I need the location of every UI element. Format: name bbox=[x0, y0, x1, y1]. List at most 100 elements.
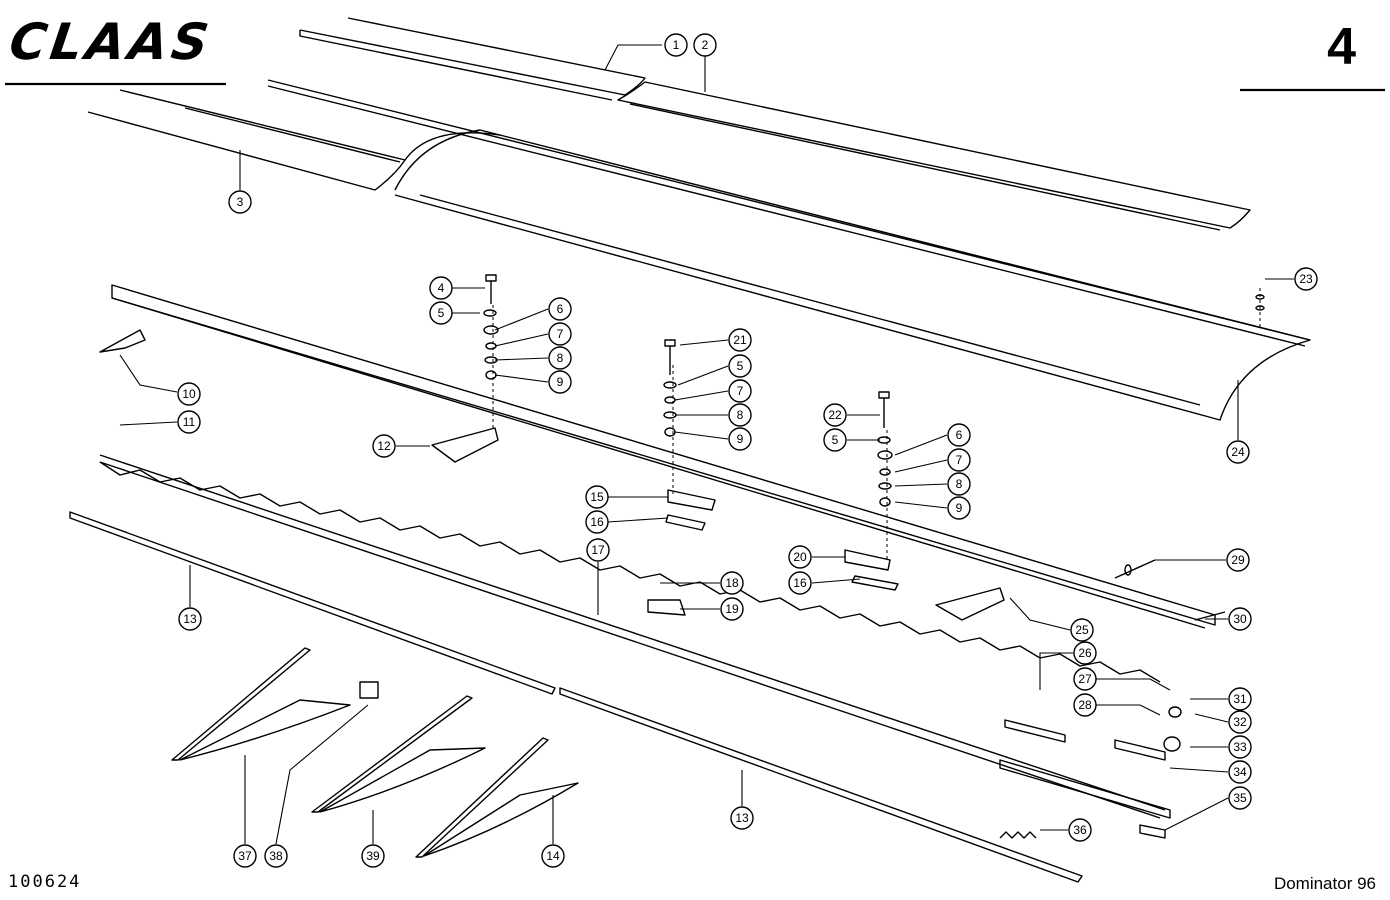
svg-text:8: 8 bbox=[557, 351, 564, 365]
callout-4[interactable]: 4 bbox=[429, 276, 453, 300]
callout-19[interactable]: 19 bbox=[720, 597, 744, 621]
knife-section-bar bbox=[99, 454, 1166, 819]
svg-text:3: 3 bbox=[237, 195, 244, 209]
callout-8b[interactable]: 8 bbox=[728, 403, 752, 427]
callout-7b[interactable]: 7 bbox=[728, 379, 752, 403]
callout-3[interactable]: 3 bbox=[228, 190, 252, 214]
svg-text:38: 38 bbox=[269, 849, 283, 863]
svg-text:35: 35 bbox=[1233, 791, 1247, 805]
bolt-22 bbox=[878, 391, 890, 428]
callout-10[interactable]: 10 bbox=[177, 382, 201, 406]
callout-33[interactable]: 33 bbox=[1228, 735, 1252, 759]
crop-divider-39 bbox=[311, 695, 486, 813]
callout-9c[interactable]: 9 bbox=[947, 496, 971, 520]
callout-5b[interactable]: 5 bbox=[728, 354, 752, 378]
washers-nuts-stack bbox=[483, 294, 1265, 507]
crop-divider-37 bbox=[171, 647, 351, 761]
callout-16a[interactable]: 16 bbox=[585, 510, 609, 534]
plate-19 bbox=[647, 599, 686, 616]
svg-text:13: 13 bbox=[735, 811, 749, 825]
svg-text:21: 21 bbox=[733, 333, 747, 347]
knife-head-parts bbox=[999, 706, 1182, 839]
bolt-29 bbox=[1114, 559, 1156, 579]
callout-14[interactable]: 14 bbox=[541, 844, 565, 868]
callout-25[interactable]: 25 bbox=[1070, 618, 1094, 642]
callout-17[interactable]: 17 bbox=[586, 538, 610, 562]
callout-8c[interactable]: 8 bbox=[947, 472, 971, 496]
leader-lines bbox=[119, 44, 1294, 845]
svg-text:16: 16 bbox=[793, 576, 807, 590]
callout-21[interactable]: 21 bbox=[728, 328, 752, 352]
callout-12[interactable]: 12 bbox=[372, 434, 396, 458]
callout-38[interactable]: 38 bbox=[264, 844, 288, 868]
svg-text:2: 2 bbox=[702, 38, 709, 52]
bolt-4 bbox=[485, 274, 497, 304]
callout-24[interactable]: 24 bbox=[1226, 440, 1250, 464]
callout-27[interactable]: 27 bbox=[1073, 667, 1097, 691]
svg-text:9: 9 bbox=[737, 432, 744, 446]
callout-29[interactable]: 29 bbox=[1226, 548, 1250, 572]
svg-text:36: 36 bbox=[1073, 823, 1087, 837]
page-number: 4 bbox=[1327, 18, 1356, 76]
guard-10 bbox=[99, 329, 146, 353]
svg-text:33: 33 bbox=[1233, 740, 1247, 754]
callout-34[interactable]: 34 bbox=[1228, 760, 1252, 784]
cover-plate-upper bbox=[299, 17, 1251, 231]
callout-18[interactable]: 18 bbox=[720, 571, 744, 595]
svg-text:5: 5 bbox=[737, 359, 744, 373]
svg-text:1: 1 bbox=[673, 38, 680, 52]
svg-text:27: 27 bbox=[1078, 672, 1092, 686]
callout-15[interactable]: 15 bbox=[585, 485, 609, 509]
callout-6a[interactable]: 6 bbox=[548, 297, 572, 321]
callout-35[interactable]: 35 bbox=[1228, 786, 1252, 810]
callout-36[interactable]: 36 bbox=[1068, 818, 1092, 842]
callout-39[interactable]: 39 bbox=[361, 844, 385, 868]
svg-text:32: 32 bbox=[1233, 715, 1247, 729]
guard-25 bbox=[935, 587, 1005, 621]
svg-text:22: 22 bbox=[828, 408, 842, 422]
svg-text:10: 10 bbox=[182, 387, 196, 401]
callout-13a[interactable]: 13 bbox=[178, 607, 202, 631]
svg-text:7: 7 bbox=[956, 453, 963, 467]
svg-text:4: 4 bbox=[438, 281, 445, 295]
svg-text:15: 15 bbox=[590, 490, 604, 504]
clip-20-16 bbox=[844, 549, 899, 591]
svg-text:8: 8 bbox=[956, 477, 963, 491]
callout-32[interactable]: 32 bbox=[1228, 710, 1252, 734]
crop-divider-14 bbox=[415, 737, 579, 858]
callout-26[interactable]: 26 bbox=[1073, 641, 1097, 665]
callout-5c[interactable]: 5 bbox=[823, 428, 847, 452]
svg-text:30: 30 bbox=[1233, 612, 1247, 626]
guard-12 bbox=[431, 427, 499, 463]
callout-22[interactable]: 22 bbox=[823, 403, 847, 427]
callout-2[interactable]: 2 bbox=[693, 33, 717, 57]
callout-28[interactable]: 28 bbox=[1073, 693, 1097, 717]
callout-8a[interactable]: 8 bbox=[548, 346, 572, 370]
callout-5a[interactable]: 5 bbox=[429, 301, 453, 325]
svg-text:37: 37 bbox=[238, 849, 252, 863]
callout-7c[interactable]: 7 bbox=[947, 448, 971, 472]
callout-13b[interactable]: 13 bbox=[730, 806, 754, 830]
svg-text:9: 9 bbox=[557, 375, 564, 389]
callout-11[interactable]: 11 bbox=[177, 410, 201, 434]
machine-model: Dominator 96 bbox=[1273, 874, 1376, 893]
callout-9a[interactable]: 9 bbox=[548, 370, 572, 394]
svg-text:14: 14 bbox=[546, 849, 560, 863]
callout-30[interactable]: 30 bbox=[1228, 607, 1252, 631]
callout-7a[interactable]: 7 bbox=[548, 322, 572, 346]
svg-text:7: 7 bbox=[737, 384, 744, 398]
callout-9b[interactable]: 9 bbox=[728, 427, 752, 451]
callout-6c[interactable]: 6 bbox=[947, 423, 971, 447]
callout-37[interactable]: 37 bbox=[233, 844, 257, 868]
callout-31[interactable]: 31 bbox=[1228, 687, 1252, 711]
callout-1[interactable]: 1 bbox=[664, 33, 688, 57]
callout-16b[interactable]: 16 bbox=[788, 571, 812, 595]
callout-20[interactable]: 20 bbox=[788, 545, 812, 569]
guard-bar bbox=[111, 284, 1226, 629]
callout-23[interactable]: 23 bbox=[1294, 267, 1318, 291]
clip-15-16 bbox=[665, 489, 716, 531]
svg-text:7: 7 bbox=[557, 327, 564, 341]
crop-shield-long bbox=[267, 79, 1311, 421]
svg-text:9: 9 bbox=[956, 501, 963, 515]
